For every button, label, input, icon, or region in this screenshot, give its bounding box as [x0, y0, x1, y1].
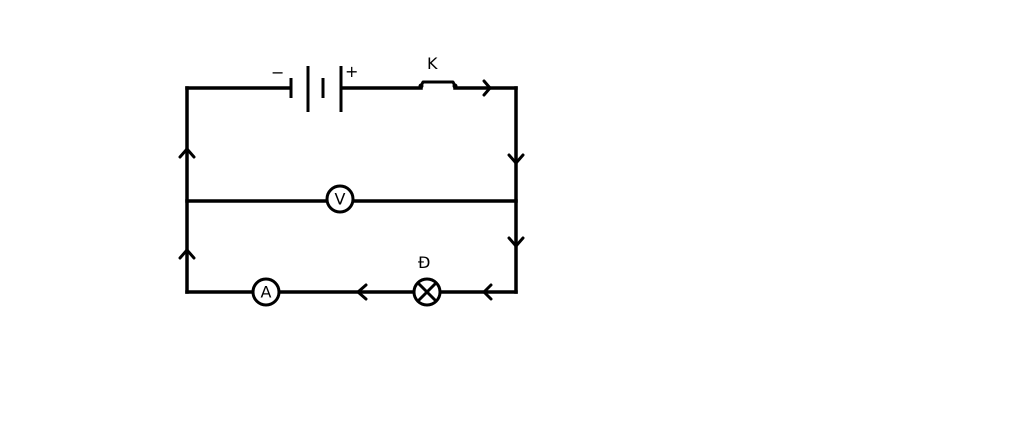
lamp-cross-2 [416, 281, 438, 303]
switch-label: K [427, 54, 438, 73]
arrow-left-upper [178, 147, 196, 159]
arrow-right-upper [507, 153, 525, 165]
switch-lever [419, 80, 457, 87]
ammeter-label: A [261, 283, 272, 302]
battery-positive-sign: + [345, 62, 358, 81]
arrow-right-lower [507, 236, 525, 248]
voltmeter-label: V [335, 190, 346, 209]
switch-k [418, 80, 458, 89]
voltmeter [325, 184, 355, 214]
lamp [412, 277, 442, 307]
lamp-label: Đ [418, 253, 430, 272]
battery-negative-sign: − [271, 63, 284, 82]
arrow-left-lower [178, 248, 196, 260]
battery [289, 66, 343, 112]
ammeter [251, 277, 281, 307]
arrow-top-right [482, 79, 492, 97]
